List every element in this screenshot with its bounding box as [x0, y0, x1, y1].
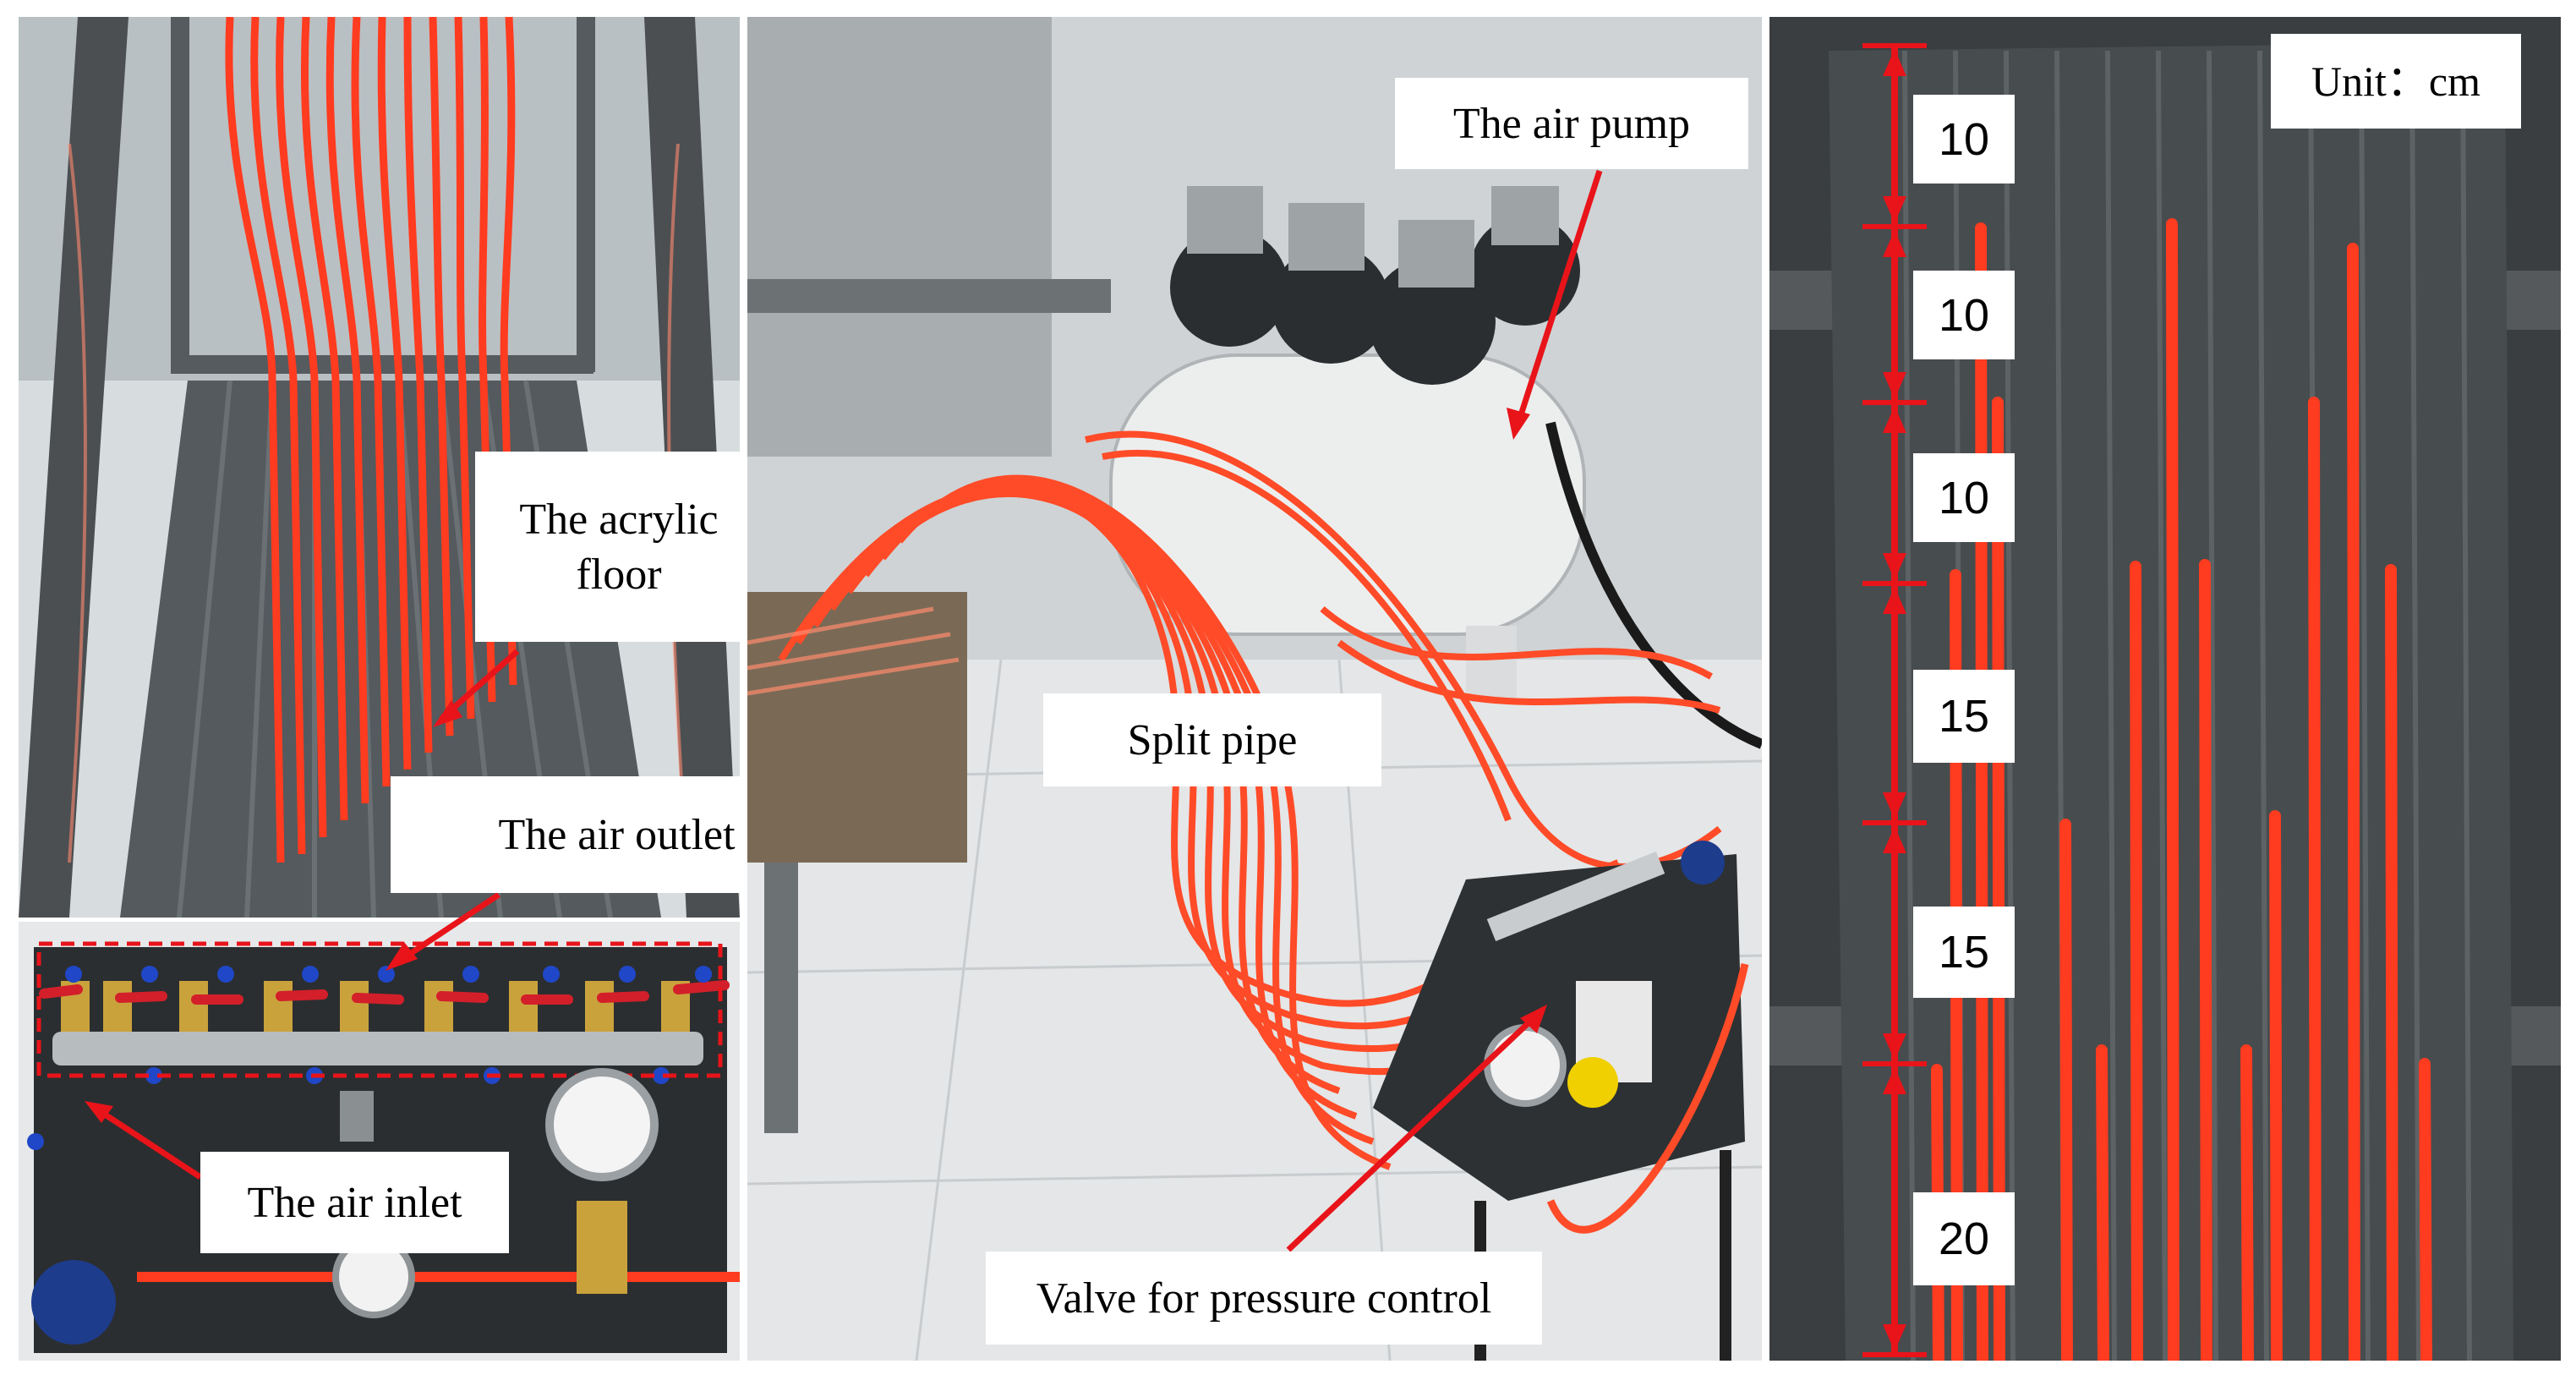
tube-layout-illustration [1769, 17, 2561, 1361]
dimension-label-2: 10 [1913, 271, 2015, 359]
arrow-air-pump [1515, 169, 1603, 425]
dimension-label-3: 10 [1913, 453, 2015, 542]
label-unit: Unit：cm [2271, 34, 2521, 129]
label-pressure-valve: Valve for pressure control [986, 1252, 1542, 1345]
dimension-label-6: 20 [1913, 1192, 2015, 1285]
label-split-pipe: Split pipe [1043, 693, 1381, 786]
label-air-pump: The air pump [1395, 78, 1748, 169]
label-acrylic-floor: The acrylic floor [475, 452, 740, 642]
photo-manifold: The air inlet [19, 922, 740, 1361]
manifold-illustration [19, 922, 740, 1361]
air-pump-illustration [747, 17, 1762, 1361]
photo-tube-layout-board: Unit：cm 10 10 10 15 15 20 [1769, 17, 2561, 1361]
label-air-inlet: The air inlet [200, 1152, 509, 1253]
dimension-label-4: 15 [1913, 670, 2015, 763]
arrow-pressure-valve [1286, 1014, 1538, 1252]
photo-air-pump-setup: The air pump Split pipe Valve for pressu… [747, 17, 1762, 1361]
dimension-label-5: 15 [1913, 907, 2015, 998]
dimension-label-1: 10 [1913, 95, 2015, 184]
